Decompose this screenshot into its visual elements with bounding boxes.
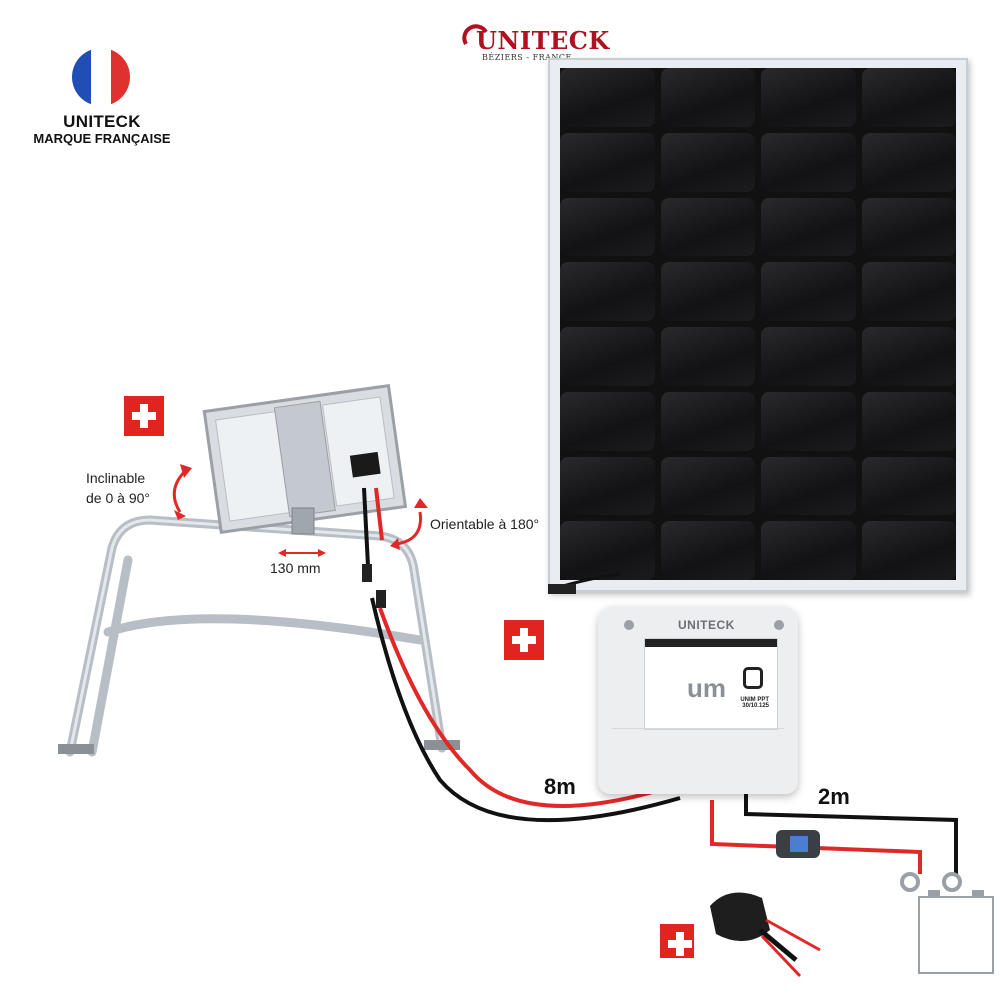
solar-cell — [861, 327, 956, 386]
solar-cell — [761, 68, 856, 127]
battery-icon — [918, 890, 994, 974]
ring-terminal — [900, 872, 920, 892]
solar-cell — [761, 132, 856, 192]
solar-cell — [660, 391, 755, 451]
mc4-connector — [362, 564, 372, 582]
solar-cell — [660, 68, 755, 127]
panel-mount-bracket — [291, 507, 315, 535]
solar-cell — [761, 197, 856, 257]
cable-length-long: 8m — [544, 774, 576, 799]
arch-foot-right — [424, 740, 460, 750]
solar-cell — [560, 197, 655, 257]
orientable-label: Orientable à 180° — [430, 516, 540, 532]
solar-cell — [660, 456, 755, 516]
swiss-cross-icon — [660, 924, 694, 958]
solar-cell — [761, 521, 856, 580]
solar-cell — [560, 327, 655, 386]
solar-cell — [761, 456, 856, 516]
rotate-arrow — [395, 511, 422, 546]
controller-label: um UNIM PPT 30/10.125 — [644, 638, 778, 730]
solar-cell — [761, 327, 856, 386]
solar-cell — [861, 197, 956, 257]
solar-cell — [861, 456, 956, 516]
controller-rating: 30/10.125 — [742, 703, 769, 709]
panel-connector — [548, 584, 576, 594]
solar-cell — [861, 391, 956, 451]
brand-name: UNITECK — [63, 112, 141, 131]
solar-cell — [560, 132, 655, 192]
solar-cell — [660, 132, 755, 192]
solar-cell — [861, 262, 956, 321]
connector-icon — [710, 892, 821, 978]
solar-cell — [761, 262, 856, 321]
stainless-arch — [65, 515, 447, 757]
swiss-cross-icon — [504, 620, 544, 660]
solar-panel — [548, 58, 968, 592]
fuse-holder-icon — [776, 830, 820, 858]
solar-cell — [861, 521, 956, 580]
arch-foot-left — [58, 744, 94, 754]
solar-cell — [861, 68, 956, 127]
red-cable-8m — [378, 607, 661, 808]
solar-charge-controller: UNITECK um UNIM PPT 30/10.125 — [598, 606, 798, 794]
solar-cell — [660, 262, 755, 321]
brand-tagline: MARQUE FRANÇAISE — [33, 131, 171, 146]
inclinable-range-label: de 0 à 90° — [86, 490, 150, 506]
solar-cell — [560, 456, 655, 516]
solar-cell — [660, 521, 755, 580]
controller-model: UNIM PPT — [740, 697, 769, 703]
french-flag-icon — [72, 48, 130, 106]
cable-length-short: 2m — [818, 784, 850, 809]
logo-location: BÉZIERS - FRANCE — [482, 53, 572, 62]
uniteck-logo: UNITECK BÉZIERS - FRANCE — [462, 22, 612, 66]
controller-logo: um — [687, 673, 726, 703]
black-cable-8m — [370, 597, 681, 823]
width-label: 130 mm — [270, 560, 321, 576]
solar-cell — [560, 262, 655, 321]
solar-cell — [861, 132, 956, 192]
mc4-connector — [376, 590, 386, 608]
ring-terminal — [942, 872, 962, 892]
black-cable-2m — [744, 792, 958, 874]
solar-cell-grid — [560, 68, 956, 580]
swiss-cross-icon — [124, 396, 164, 436]
solar-cell — [560, 68, 655, 127]
solar-cell — [560, 521, 655, 580]
solar-cell — [660, 197, 755, 257]
solar-cell — [761, 391, 856, 451]
logo-name: UNITECK — [476, 26, 610, 55]
inclinable-label: Inclinable — [86, 470, 146, 486]
controller-brand: UNITECK — [678, 618, 735, 632]
solar-cell — [560, 391, 655, 451]
solar-cell — [660, 327, 755, 386]
